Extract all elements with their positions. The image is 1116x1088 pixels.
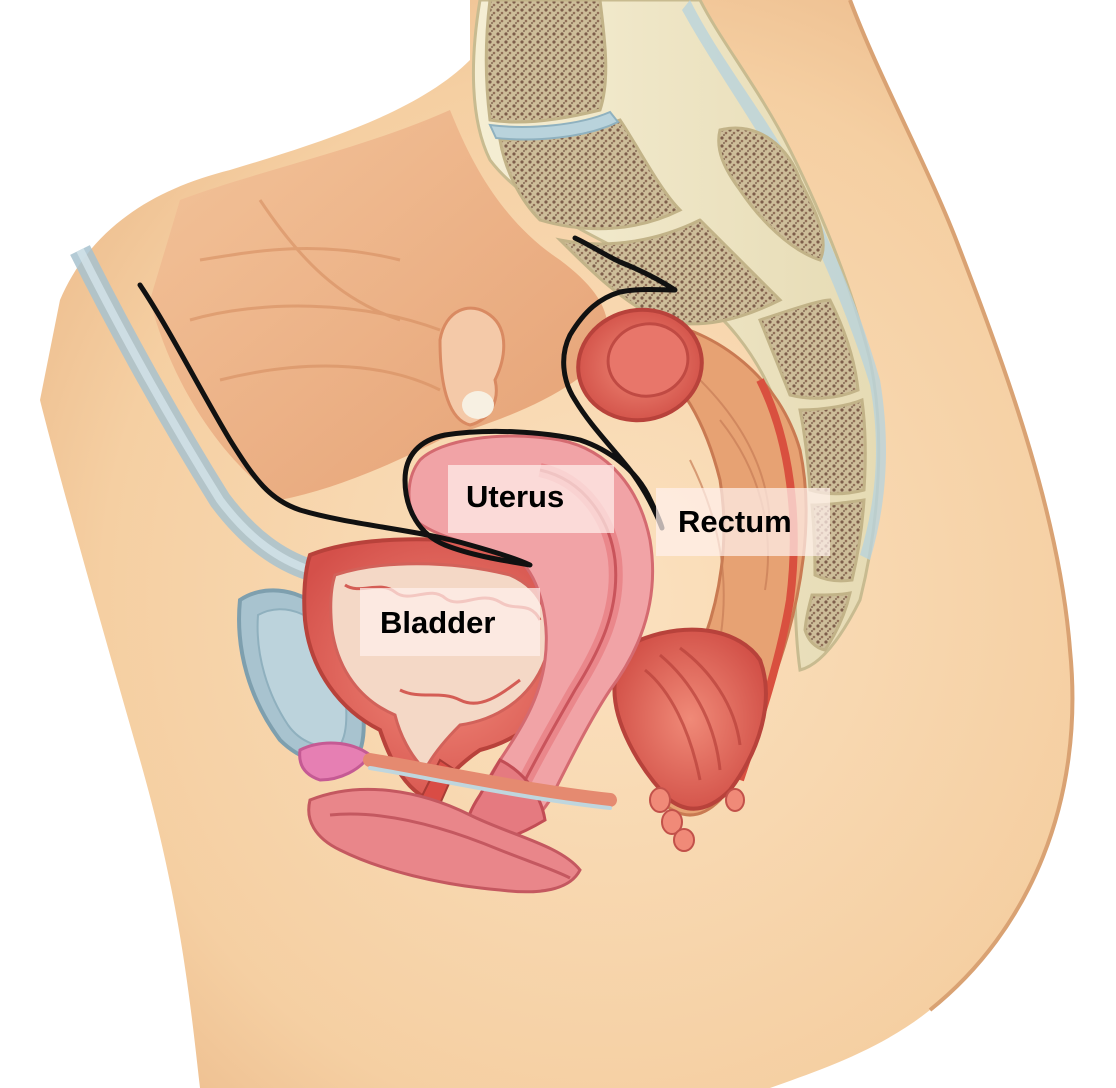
peritoneum-line: [137, 235, 678, 568]
sphincter-muscle: [649, 787, 745, 852]
uterus-label: Uterus: [448, 465, 614, 533]
pelvic-floor-band: [363, 753, 617, 807]
bladder-label: Bladder: [360, 588, 540, 656]
intervertebral-disc: [488, 110, 620, 141]
clitoris: [298, 741, 373, 782]
vertebra-bodies: [484, 0, 867, 652]
rectum-label: Rectum: [656, 488, 830, 556]
